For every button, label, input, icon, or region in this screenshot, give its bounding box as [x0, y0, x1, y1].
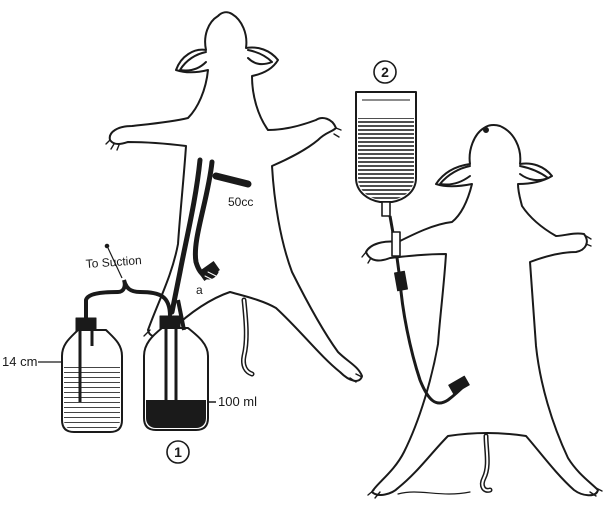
step-1-label: 1: [174, 444, 182, 460]
ground-scribble: [398, 492, 470, 494]
iv-connector: [395, 271, 408, 290]
iv-spike: [382, 202, 390, 216]
label-14-cm: 14 cm: [2, 354, 37, 369]
step-marker-1: 1: [167, 441, 189, 463]
step-marker-2: 2: [374, 61, 396, 83]
label-50cc: 50cc: [228, 195, 253, 209]
label-a: a: [196, 283, 203, 297]
iv-bag-fluid: [358, 118, 414, 200]
label-100-ml: 100 ml: [218, 394, 257, 409]
bottle-left-fluid: [64, 364, 120, 430]
step-2-label: 2: [381, 64, 389, 80]
iv-chamber: [392, 232, 400, 256]
label-to-suction: To Suction: [85, 253, 142, 271]
